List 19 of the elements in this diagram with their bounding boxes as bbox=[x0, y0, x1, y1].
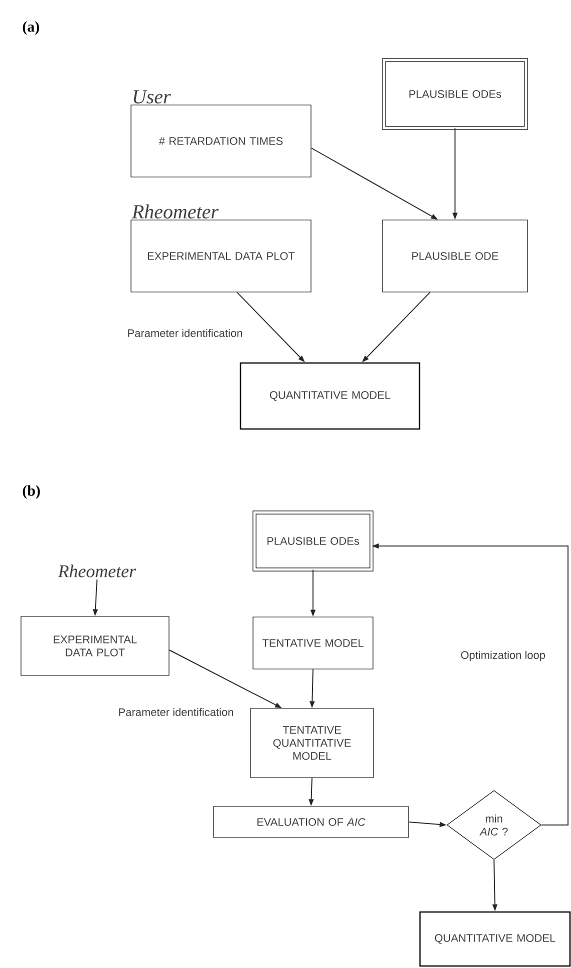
process-box: PLAUSIBLE ODE bbox=[382, 220, 528, 292]
edge-label: Optimization loop bbox=[460, 650, 546, 662]
source-label: User bbox=[134, 90, 171, 104]
source-label: Rheometer bbox=[58, 564, 136, 578]
process-box: EXPERIMENTAL DATA PLOT bbox=[20, 616, 170, 676]
process-box: EXPERIMENTAL DATA PLOT bbox=[130, 220, 312, 292]
double-box: PLAUSIBLE ODEs bbox=[252, 510, 374, 572]
edge-label: Parameter identification bbox=[117, 706, 235, 718]
process-box: EVALUATION OF AIC bbox=[213, 806, 409, 838]
process-box: TENTATIVE MODEL bbox=[252, 616, 374, 670]
double-box: PLAUSIBLE ODEs bbox=[382, 58, 528, 130]
panel-letter: (a) bbox=[22, 21, 40, 35]
result-box: QUANTITATIVE MODEL bbox=[419, 911, 571, 967]
edge-label: Parameter identification bbox=[126, 328, 244, 338]
source-label: Rheometer bbox=[132, 204, 219, 218]
process-box: TENTATIVE QUANTITATIVE MODEL bbox=[250, 708, 374, 778]
panel-letter: (b) bbox=[22, 485, 40, 499]
result-box: QUANTITATIVE MODEL bbox=[240, 362, 420, 430]
process-box: # RETARDATION TIMES bbox=[130, 104, 312, 178]
